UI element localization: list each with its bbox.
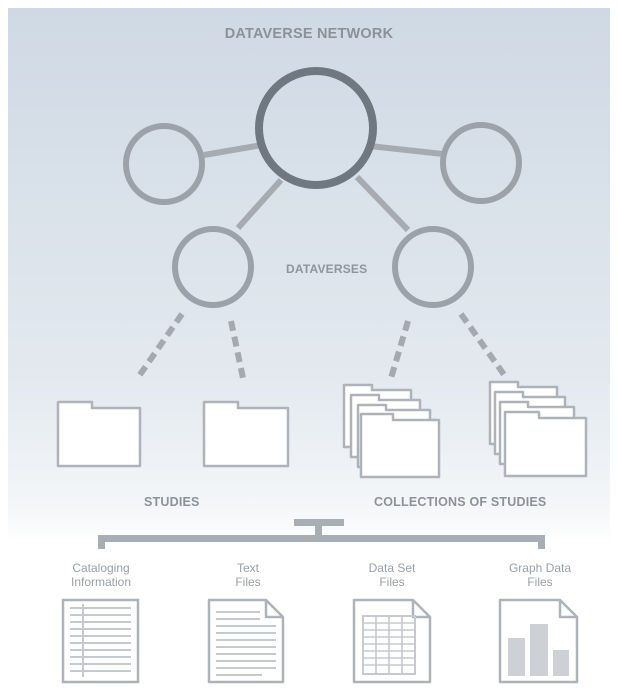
connector-bottom-right (354, 174, 411, 233)
list-document-icon (61, 598, 140, 684)
network-node-right (440, 122, 522, 204)
folder-icon (202, 400, 290, 468)
connector-bottom-left (235, 177, 284, 231)
connector-left (203, 142, 263, 158)
studies-label: STUDIES (144, 495, 200, 509)
dashed-line-2 (228, 320, 246, 379)
network-node-left (123, 123, 205, 205)
file-type-label: Graph Data Files (508, 561, 572, 589)
connector-right (369, 143, 444, 157)
dataverse-node-left (172, 226, 254, 308)
dashed-line-1 (134, 312, 185, 381)
dataverse-node-right (392, 226, 474, 308)
folder-icon (56, 400, 142, 468)
file-type-label: Cataloging Information (70, 561, 132, 589)
dataverses-label: DATAVERSES (286, 262, 368, 276)
file-type-label: Data Set Files (368, 561, 416, 589)
folder-stack-icon (342, 383, 441, 479)
network-title: DATAVERSE NETWORK (224, 26, 394, 42)
dashed-line-3 (388, 320, 411, 379)
folder-stack-icon (488, 380, 588, 478)
file-type-label: Text Files (235, 561, 261, 589)
text-file-icon (207, 598, 285, 684)
network-connectors (203, 142, 444, 233)
dashed-line-4 (458, 312, 508, 378)
network-main-node (255, 67, 377, 189)
bar-chart-file-icon (498, 598, 579, 684)
collections-label: COLLECTIONS OF STUDIES (374, 495, 547, 509)
background-panel (8, 8, 610, 681)
file-type-bracket (98, 519, 545, 549)
spreadsheet-file-icon (352, 598, 432, 684)
study-connectors (134, 312, 508, 381)
